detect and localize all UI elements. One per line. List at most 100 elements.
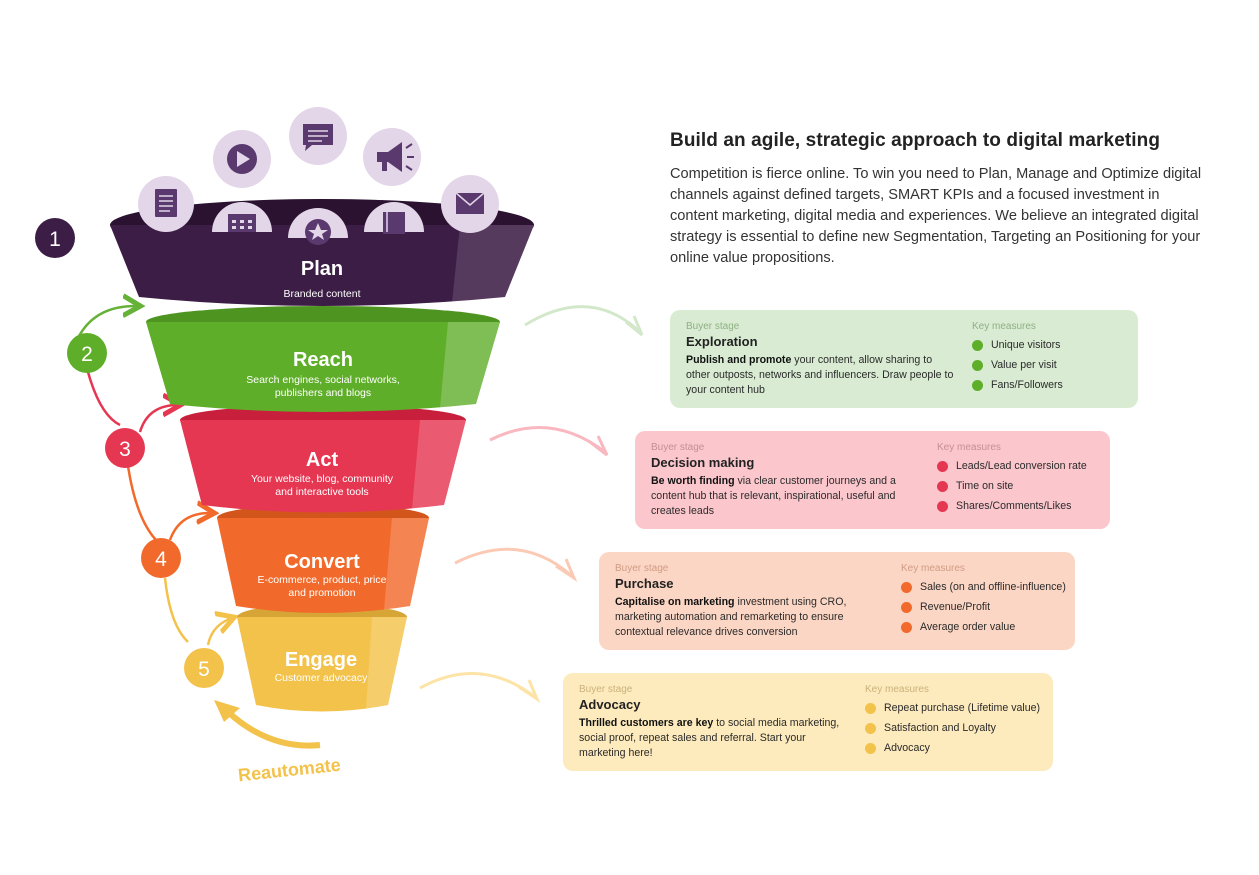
connector-arrow-reach [524,305,642,334]
stage-name: Decision making [651,455,755,470]
bullet-dot-icon [937,500,948,512]
calendar-icon [212,202,272,232]
loop-arrow-3-4 [126,465,157,541]
tier-title-convert: Convert [284,551,360,573]
tier-subtitle2-act: and interactive tools [275,486,368,498]
stage-description-emphasis: Thrilled customers are key [579,717,714,729]
key-measure-item: Shares/Comments/Likes [937,500,1087,512]
loop-arrow-2-3 [86,371,121,427]
stage-description: Capitalise on marketing investment using… [615,596,847,638]
bullet-dot-icon [972,359,983,371]
buyer-stage-label: Buyer stage [615,563,669,574]
key-measure-item: Time on site [937,480,1087,492]
tier-subtitle-plan: Branded content [283,288,360,300]
key-measure-item: Value per visit [972,359,1063,371]
bullet-dot-icon [865,702,876,714]
funnel-tier-reach [146,306,500,412]
stage-number-3: 3 [105,428,145,468]
connector-arrow-engage [419,672,536,699]
tier-subtitle2-convert: and promotion [288,587,355,599]
stage-number-5: 5 [184,648,224,688]
tier-title-act: Act [306,449,339,471]
stage-description: Be worth finding via clear customer jour… [651,475,896,517]
key-measure-item: Leads/Lead conversion rate [937,460,1087,472]
bullet-dot-icon [865,722,876,734]
tier-title-reach: Reach [293,349,353,371]
connector-arrow-act [489,426,606,454]
megaphone-icon [363,128,421,186]
svg-text:1: 1 [49,228,61,251]
notebook-icon [364,202,424,234]
key-measure-text: Value per visit [991,359,1057,371]
buyer-stage-label: Buyer stage [579,684,633,695]
bullet-dot-icon [972,379,983,391]
reautomate-arrowhead [214,700,240,722]
stage-description-emphasis: Publish and promote [686,354,792,366]
loop-arrow-4-act [168,513,212,541]
loop-arrow-5-engage [206,618,232,646]
key-measure-text: Fans/Followers [991,379,1063,391]
key-measure-text: Repeat purchase (Lifetime value) [884,702,1041,714]
email-icon [441,175,499,233]
tier-title-engage: Engage [285,649,357,671]
stage-description-emphasis: Capitalise on marketing [615,596,735,608]
intro-section: Build an agile, strategic approach to di… [670,130,1210,269]
key-measure-text: Unique visitors [991,339,1061,351]
key-measures-label: Key measures [865,684,929,695]
stage-number-4: 4 [141,538,181,578]
connector-arrowhead-convert [555,558,578,583]
document-icon [138,176,194,232]
stage-number-2: 2 [67,333,107,373]
stage-description: Thrilled customers are key to social med… [579,717,840,759]
key-measure-text: Time on site [956,480,1014,492]
key-measures-label: Key measures [972,321,1036,332]
key-measure-item: Advocacy [865,742,1040,754]
connector-arrowhead-reach [625,315,644,337]
tier-subtitle-convert: E-commerce, product, price [258,574,387,586]
funnel-tier-act [180,405,466,513]
key-measure-text: Average order value [920,621,1016,633]
key-measure-text: Advocacy [884,742,930,754]
stage-name: Exploration [686,334,758,349]
tier-subtitle-engage: Customer advocacy [275,672,369,684]
bullet-dot-icon [937,480,948,492]
tier-title-plan: Plan [301,258,343,280]
stage-number-1: 1 [35,218,75,258]
stage-description: Publish and promote your content, allow … [686,354,954,396]
stage-description-emphasis: Be worth finding [651,475,735,487]
reautomate-label: Reautomate [237,755,342,786]
key-measures-label: Key measures [937,442,1001,453]
connector-arrow-convert [454,547,573,578]
key-measure-text: Sales (on and offline-influence) [920,581,1066,593]
key-measure-text: Leads/Lead conversion rate [956,460,1087,472]
bullet-dot-icon [901,601,912,613]
bullet-dot-icon [972,339,983,351]
bullet-dot-icon [901,621,912,633]
key-measure-item: Average order value [901,621,1066,633]
key-measures-label: Key measures [901,563,965,574]
bullet-dot-icon [901,581,912,593]
reautomate-arrow [225,709,321,749]
key-measure-text: Revenue/Profit [920,601,991,613]
key-measure-item: Revenue/Profit [901,601,1066,613]
intro-paragraph: Competition is fierce online. To win you… [670,166,1202,266]
star-icon [288,208,348,245]
key-measure-text: Satisfaction and Loyalty [884,722,996,734]
key-measure-item: Sales (on and offline-influence) [901,581,1066,593]
key-measure-text: Shares/Comments/Likes [956,500,1072,512]
buyer-stage-label: Buyer stage [686,321,740,332]
stage-name: Advocacy [579,697,641,712]
chat-icon [289,107,347,165]
connector-arrowhead-act [589,435,609,457]
key-measure-item: Unique visitors [972,339,1063,351]
key-measure-item: Fans/Followers [972,379,1063,391]
